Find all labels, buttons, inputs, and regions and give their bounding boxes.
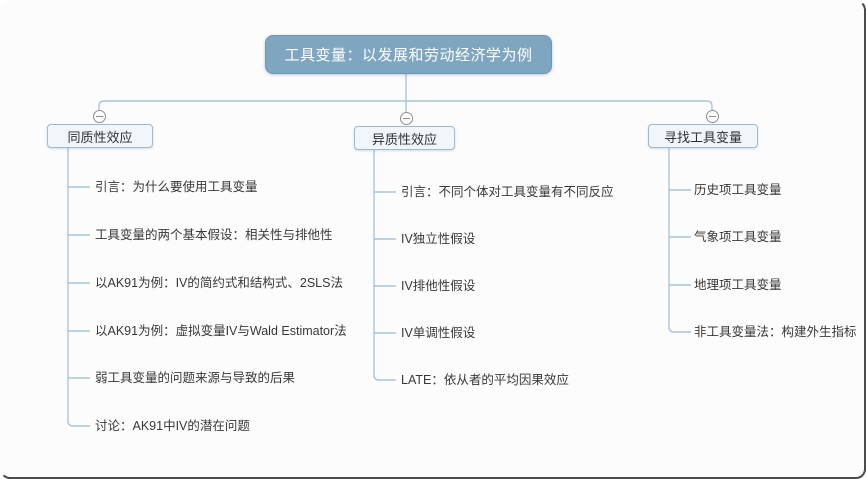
collapse-minus-icon[interactable] xyxy=(400,112,413,125)
topic-item[interactable]: 地理项工具变量 xyxy=(694,278,782,292)
topic-item[interactable]: LATE：依从者的平均因果效应 xyxy=(401,373,569,387)
branch-node-finding-iv[interactable]: 寻找工具变量 xyxy=(648,124,758,148)
topic-item[interactable]: 讨论：AK91中IV的潜在问题 xyxy=(95,419,250,433)
topic-item[interactable]: IV独立性假设 xyxy=(401,232,476,246)
minus-glyph xyxy=(96,116,103,117)
topic-item[interactable]: 气象项工具变量 xyxy=(694,230,782,244)
topic-item[interactable]: IV单调性假设 xyxy=(401,326,476,340)
branch-node-heterogeneous-effects[interactable]: 异质性效应 xyxy=(354,126,455,150)
branch-node-homogeneous-effects[interactable]: 同质性效应 xyxy=(47,124,153,148)
topic-item[interactable]: 工具变量的两个基本假设：相关性与排他性 xyxy=(95,228,333,242)
topic-item[interactable]: IV排他性假设 xyxy=(401,279,476,293)
collapse-minus-icon[interactable] xyxy=(706,110,719,123)
topic-item[interactable]: 以AK91为例：IV的简约式和结构式、2SLS法 xyxy=(95,276,343,290)
collapse-minus-icon[interactable] xyxy=(93,110,106,123)
topic-item[interactable]: 弱工具变量的问题来源与导致的后果 xyxy=(95,371,296,385)
minus-glyph xyxy=(403,118,410,119)
minus-glyph xyxy=(709,116,716,117)
topic-item[interactable]: 引言：为什么要使用工具变量 xyxy=(95,180,258,194)
topic-item[interactable]: 引言：不同个体对工具变量有不同反应 xyxy=(401,185,614,199)
topic-item[interactable]: 非工具变量法：构建外生指标 xyxy=(694,325,857,339)
root-topic-node[interactable]: 工具变量：以发展和劳动经济学为例 xyxy=(265,35,552,74)
topic-item[interactable]: 历史项工具变量 xyxy=(694,183,782,197)
topic-item[interactable]: 以AK91为例：虚拟变量IV与Wald Estimator法 xyxy=(95,324,347,338)
